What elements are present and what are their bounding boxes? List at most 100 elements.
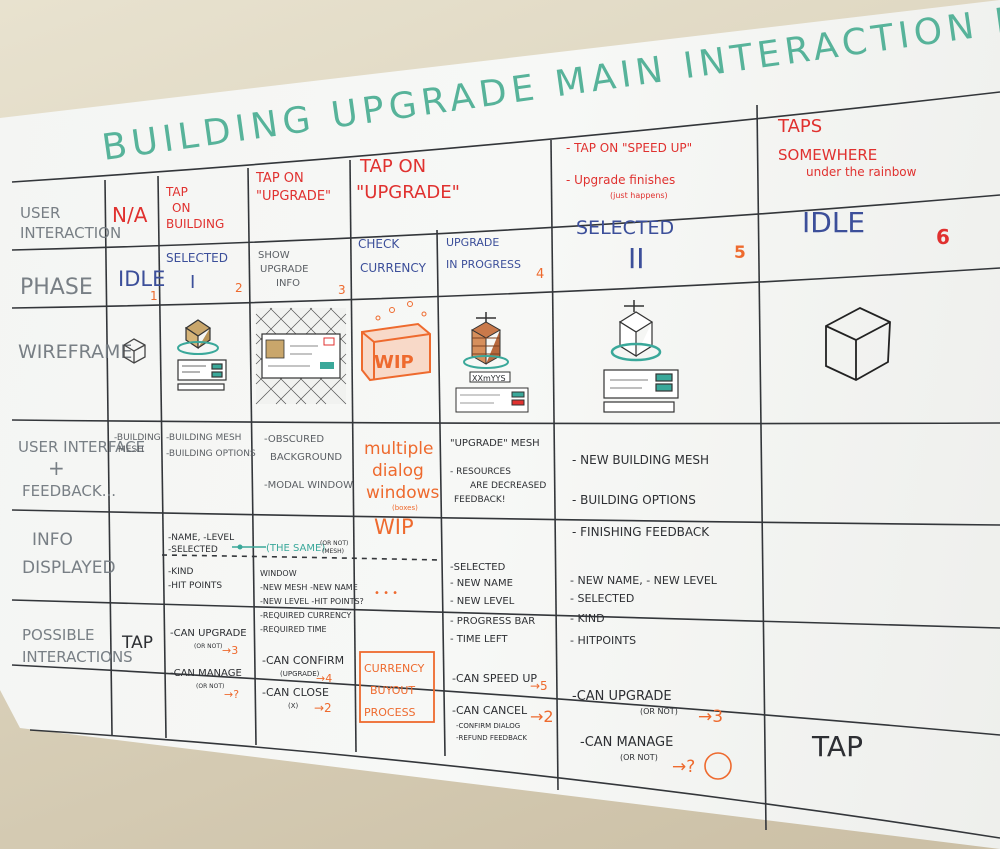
c4-ui-1: multiple <box>364 439 433 459</box>
c7-phase-number: 6 <box>936 225 950 249</box>
c2-info-mesh: (MESH) <box>322 548 344 555</box>
c5-act-2-target: →2 <box>530 707 554 726</box>
row-label-possible: POSSIBLE <box>22 626 94 644</box>
c3-ui-1: -OBSCURED <box>264 434 324 445</box>
c2-act-2: -CAN MANAGE <box>170 668 242 679</box>
c2-info-4: -HIT POINTS <box>168 581 222 591</box>
building-wireframe-icon <box>177 319 227 391</box>
c6-info-1: - NEW NAME, - NEW LEVEL <box>570 574 718 587</box>
column-3: TAP ON "UPGRADE" SHOW UPGRADE INFO 3 -OB… <box>255 171 364 715</box>
c6-act-2b: (OR NOT) <box>620 753 658 762</box>
c7-interaction-3: under the rainbow <box>806 165 917 179</box>
c5-act-1-target: →5 <box>530 679 548 693</box>
row-label-ui: USER INTERFACE <box>18 438 145 456</box>
column-2: TAP ON BUILDING SELECTED I 2 -BUILDING M… <box>165 185 348 701</box>
c1-interaction: N/A <box>112 203 148 227</box>
c5-ui-2: - RESOURCES <box>450 467 511 477</box>
c6-info-4: - HITPOINTS <box>570 634 636 647</box>
table-grid <box>11 91 1000 839</box>
c3-act-2: -CAN CLOSE <box>262 686 329 699</box>
c3-phase-number: 3 <box>338 283 346 297</box>
c6-ui-2: - BUILDING OPTIONS <box>572 493 696 507</box>
c2-info-1: -NAME, -LEVEL <box>168 533 234 543</box>
c3-act-2-target: →2 <box>314 701 332 715</box>
c4-info: • • • <box>374 588 398 599</box>
c4-ui-4: (boxes) <box>392 504 418 512</box>
c6-interaction-3: (just happens) <box>610 191 668 200</box>
c5-phase-1: UPGRADE <box>446 236 499 249</box>
c6-act-2: -CAN MANAGE <box>580 735 673 750</box>
c1-ui-1: -BUILDING <box>114 433 161 443</box>
c3-phase-1: SHOW <box>258 250 290 261</box>
c4-act-2: BUYOUT <box>370 684 415 697</box>
c5-phase-2: IN PROGRESS <box>446 258 521 271</box>
c3-info-4: -REQUIRED CURRENCY <box>260 611 351 620</box>
c2-info-2: -SELECTED <box>168 545 218 555</box>
row-label-displayed: DISPLAYED <box>22 558 116 578</box>
c5-act-1: -CAN SPEED UP <box>452 672 537 685</box>
c2-interaction-2: ON <box>172 201 190 215</box>
c2-interaction-3: BUILDING <box>166 217 224 231</box>
c4-act-3: PROCESS <box>364 706 416 719</box>
row-label-user-interaction: USER <box>20 204 60 222</box>
c6-info-3: - KIND <box>570 612 605 625</box>
c5-info-1: -SELECTED <box>450 562 506 573</box>
c3-act-1b: (UPGRADE) <box>280 670 320 678</box>
c4-ui-3: windows <box>366 483 439 503</box>
c4-ui-2: dialog <box>372 461 424 481</box>
c5-info-2: - NEW NAME <box>450 578 513 589</box>
c3-info-5: -REQUIRED TIME <box>260 625 327 634</box>
c2-phase-1: SELECTED <box>166 251 228 265</box>
column-7: TAPS SOMEWHERE under the rainbow IDLE 6 … <box>777 116 950 763</box>
c3-act-1: -CAN CONFIRM <box>262 654 344 667</box>
c1-phase-number: 1 <box>150 289 158 303</box>
c5-act-2c: -REFUND FEEDBACK <box>456 734 527 742</box>
c7-interaction-2: SOMEWHERE <box>778 146 877 164</box>
c6-question-circle <box>704 752 732 780</box>
c6-act-1b: (OR NOT) <box>640 707 678 716</box>
c3-info-2: -NEW MESH -NEW NAME <box>260 583 358 592</box>
c2-phase-2: I <box>190 272 195 293</box>
row-label-interactions: INTERACTIONS <box>22 648 133 666</box>
c6-act-1: -CAN UPGRADE <box>572 689 672 704</box>
c5-ui-3: ARE DECREASED <box>470 481 546 491</box>
c5-act-2: -CAN CANCEL <box>452 704 528 717</box>
c4-phase-1: CHECK <box>358 237 400 251</box>
row-label-phase: PHASE <box>20 275 93 300</box>
column-5: UPGRADE IN PROGRESS 4 XXmYYS "UPGRADE" M… <box>446 236 554 742</box>
c4-ui-5: WIP <box>374 515 414 539</box>
c3-interaction-2: "UPGRADE" <box>256 189 331 204</box>
c3-ui-3: -MODAL WINDOW <box>264 480 353 491</box>
c3-info-3: -NEW LEVEL -HIT POINTS? <box>260 597 364 606</box>
row-label-wireframe: WIREFRAME <box>18 341 132 363</box>
column-4: TAP ON "UPGRADE" CHECK CURRENCY WIP mult… <box>356 156 460 723</box>
c2-act-2b: (OR NOT) <box>196 683 224 690</box>
c4-phase-2: CURRENCY <box>360 261 427 275</box>
c4-act-1: CURRENCY <box>364 662 425 675</box>
row-label-info: INFO <box>32 530 73 550</box>
c6-interaction-2: - Upgrade finishes <box>566 173 675 187</box>
c5-info-4: - PROGRESS BAR <box>450 616 535 627</box>
c2-act-2-target: →? <box>224 688 239 701</box>
cube-idle-icon <box>825 306 891 382</box>
c5-info-3: - NEW LEVEL <box>450 596 515 607</box>
c2-interaction-1: TAP <box>165 185 188 199</box>
c2-info-same: (THE SAME) <box>266 543 325 554</box>
c5-ui-1: "UPGRADE" MESH <box>450 438 540 449</box>
c1-tap: TAP <box>121 633 153 653</box>
c3-info-1: WINDOW <box>260 569 297 578</box>
c2-phase-number: 2 <box>235 281 243 295</box>
c2-info-3: -KIND <box>168 567 194 577</box>
c6-ui-1: - NEW BUILDING MESH <box>572 453 709 467</box>
c3-act-2b: (X) <box>288 702 299 710</box>
c2-act-1: -CAN UPGRADE <box>170 628 247 639</box>
c1-phase: IDLE <box>118 267 165 291</box>
c4-interaction-2: "UPGRADE" <box>356 182 460 203</box>
c6-act-1-target: →3 <box>698 707 723 727</box>
c3-phase-3: INFO <box>276 278 300 289</box>
modal-wireframe-icon <box>255 307 347 405</box>
c6-info-2: - SELECTED <box>570 592 634 605</box>
c6-act-2-target: →? <box>672 757 695 777</box>
c2-act-1-target: →3 <box>222 644 238 657</box>
